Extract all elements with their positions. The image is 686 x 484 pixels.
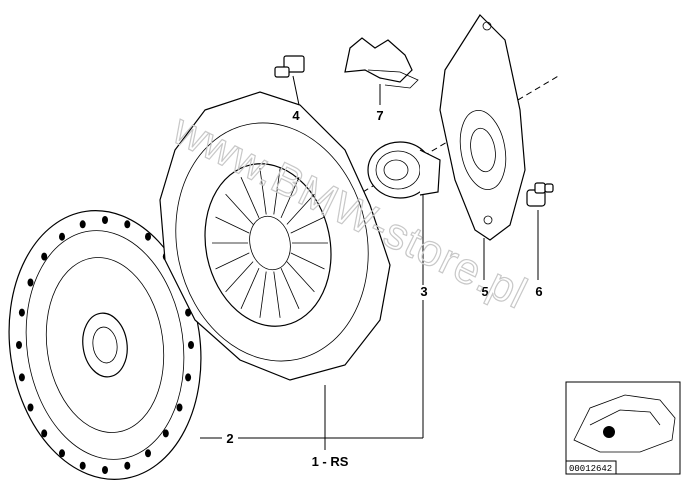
location-marker-icon	[603, 426, 615, 438]
thumbnail-ref-code: 00012642	[569, 464, 612, 474]
callout-5: 5	[481, 284, 488, 299]
callout-6: 6	[535, 284, 542, 299]
pressure-plate[interactable]	[154, 91, 391, 381]
clutch-disc[interactable]	[0, 198, 218, 484]
bleed-pin[interactable]	[526, 182, 554, 207]
callout-7: 7	[376, 108, 383, 123]
guide-bracket[interactable]	[439, 14, 526, 241]
callout-1: 1 - RS	[312, 454, 349, 469]
clip-spring[interactable]	[344, 37, 419, 89]
callout-3: 3	[420, 284, 427, 299]
callout-4: 4	[292, 108, 300, 123]
callout-2: 2	[226, 431, 233, 446]
vehicle-thumbnail: 00012642	[565, 381, 681, 475]
leader-4	[292, 75, 300, 106]
bolt[interactable]	[274, 55, 305, 78]
release-bearing[interactable]	[367, 141, 441, 199]
